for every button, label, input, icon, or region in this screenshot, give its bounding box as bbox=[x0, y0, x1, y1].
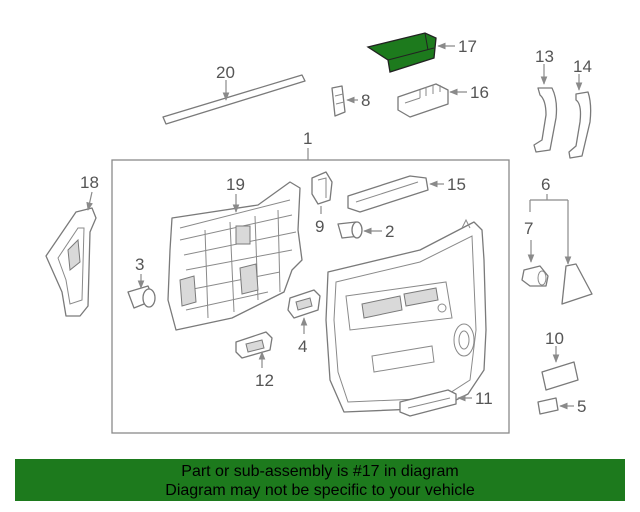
callout-12: 12 bbox=[255, 371, 274, 390]
part-5-pad[interactable] bbox=[537, 397, 559, 415]
part-2-bezel[interactable] bbox=[337, 221, 363, 239]
part-7-speaker-clip[interactable] bbox=[521, 265, 549, 287]
notice-line-1: Part or sub-assembly is #17 in diagram bbox=[181, 463, 459, 480]
callout-16: 16 bbox=[470, 83, 489, 102]
callout-17: 17 bbox=[458, 37, 477, 56]
notice-line-2: Diagram may not be specific to your vehi… bbox=[165, 482, 475, 499]
callout-18: 18 bbox=[80, 173, 99, 192]
callout-10: 10 bbox=[545, 329, 564, 348]
callout-7: 7 bbox=[524, 219, 533, 238]
part-13-pull-handle[interactable] bbox=[533, 87, 558, 153]
callout-14: 14 bbox=[573, 57, 592, 76]
notice-banner: Part or sub-assembly is #17 in diagram D… bbox=[15, 459, 625, 501]
part-16-window-switch[interactable] bbox=[397, 83, 449, 118]
part-17-trim-panel[interactable] bbox=[366, 32, 437, 73]
callout-3: 3 bbox=[135, 255, 144, 274]
part-6-speaker-cover[interactable] bbox=[561, 263, 593, 305]
callout-2: 2 bbox=[385, 222, 394, 241]
part-10-pad[interactable] bbox=[541, 361, 579, 391]
part-9-bezel[interactable] bbox=[311, 171, 333, 205]
leader-18 bbox=[86, 191, 93, 211]
part-18-bracket[interactable] bbox=[45, 207, 97, 317]
part-20-molding[interactable] bbox=[162, 74, 306, 125]
door-trim-panel[interactable] bbox=[325, 218, 487, 413]
part-4-pull-cup[interactable] bbox=[287, 289, 321, 319]
callout-19: 19 bbox=[226, 175, 245, 194]
callout-5: 5 bbox=[577, 397, 586, 416]
part-8-clip[interactable] bbox=[331, 85, 346, 117]
part-3-bezel[interactable] bbox=[127, 285, 156, 309]
part-15-armrest[interactable] bbox=[347, 175, 429, 213]
part-12-pull-cup[interactable] bbox=[235, 331, 273, 359]
callout-20: 20 bbox=[216, 63, 235, 82]
part-11-pull-handle[interactable] bbox=[399, 389, 457, 417]
callout-1: 1 bbox=[303, 129, 312, 148]
callout-9: 9 bbox=[315, 217, 324, 236]
callout-8: 8 bbox=[361, 91, 370, 110]
callout-4: 4 bbox=[298, 337, 307, 356]
part-14-pull-handle[interactable] bbox=[568, 91, 592, 159]
callout-15: 15 bbox=[447, 175, 466, 194]
callout-13: 13 bbox=[535, 47, 554, 66]
part-1-assembly-box bbox=[111, 159, 510, 434]
part-19-inner-panel[interactable] bbox=[167, 181, 303, 331]
callout-11: 11 bbox=[475, 389, 493, 408]
callout-6: 6 bbox=[541, 175, 550, 194]
